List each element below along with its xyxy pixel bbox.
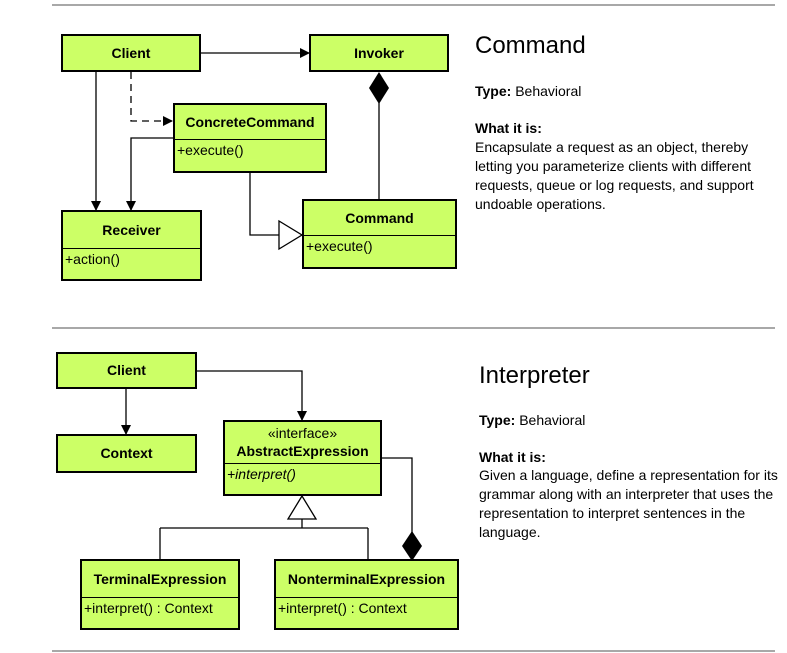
command-what-label: What it is: bbox=[475, 119, 542, 138]
invoker-composition-diamond bbox=[369, 72, 389, 104]
class-divider bbox=[304, 235, 455, 236]
class-operation: +execute() bbox=[306, 238, 373, 254]
class-operation: +interpret() bbox=[227, 466, 296, 482]
concrete-command-class: ConcreteCommand +execute() bbox=[173, 103, 327, 173]
abstractexpression-generalization-triangle bbox=[286, 494, 318, 520]
middle-divider bbox=[52, 327, 775, 329]
class-name: Receiver bbox=[102, 222, 161, 238]
concretecommand-receiver-association bbox=[126, 137, 174, 211]
what-label: What it is: bbox=[479, 449, 546, 465]
class-operation: +execute() bbox=[177, 142, 244, 158]
what-label: What it is: bbox=[475, 120, 542, 136]
interpreter-type: Type: Behavioral bbox=[479, 411, 585, 430]
class-name: TerminalExpression bbox=[93, 571, 227, 587]
terminal-expression-class: TerminalExpression +interpret() : Contex… bbox=[80, 559, 240, 630]
interpreter-description: Given a language, define a representatio… bbox=[479, 467, 778, 540]
client-abstractexpression-association bbox=[197, 370, 307, 421]
abstract-expression-class: «interface» AbstractExpression +interpre… bbox=[223, 420, 382, 496]
client-concretecommand-dependency bbox=[130, 72, 173, 126]
class-stereotype: «interface» bbox=[267, 425, 338, 441]
type-value: Behavioral bbox=[519, 412, 586, 428]
type-label: Type: bbox=[479, 412, 516, 428]
concretecommand-command-generalization bbox=[249, 173, 279, 236]
class-divider bbox=[175, 139, 325, 140]
interpreter-title: Interpreter bbox=[479, 362, 590, 389]
nonterminal-composition-diamond bbox=[402, 531, 422, 561]
type-label: Type: bbox=[475, 83, 512, 99]
class-name: Client bbox=[111, 45, 151, 61]
top-divider bbox=[52, 4, 775, 6]
receiver-class: Receiver +action() bbox=[61, 210, 202, 281]
command-generalization-triangle bbox=[278, 219, 304, 251]
interpreter-what-label: What it is: bbox=[479, 448, 546, 467]
bottom-divider bbox=[52, 650, 775, 652]
command-type: Type: Behavioral bbox=[475, 82, 581, 101]
class-divider bbox=[225, 463, 380, 464]
class-name: Invoker bbox=[354, 45, 404, 61]
nonterminal-abstractexpression-composition bbox=[381, 457, 413, 533]
command-title: Command bbox=[475, 32, 586, 59]
command-class: Command +execute() bbox=[302, 199, 457, 269]
class-name: Client bbox=[107, 362, 146, 378]
class-operation: +interpret() : Context bbox=[278, 600, 407, 616]
class-name: Command bbox=[345, 210, 414, 226]
class-divider bbox=[82, 597, 238, 598]
class-name: NonterminalExpression bbox=[287, 571, 446, 587]
command-client-class: Client bbox=[61, 34, 201, 72]
class-operation: +interpret() : Context bbox=[84, 600, 213, 616]
interpreter-client-class: Client bbox=[56, 352, 197, 389]
class-name: Context bbox=[100, 445, 153, 461]
context-class: Context bbox=[56, 434, 197, 473]
class-operation: +action() bbox=[65, 251, 120, 267]
class-divider bbox=[276, 597, 457, 598]
type-value: Behavioral bbox=[515, 83, 582, 99]
command-description: Encapsulate a request as an object, ther… bbox=[475, 139, 754, 212]
command-invoker-class: Invoker bbox=[309, 34, 449, 72]
class-name: ConcreteCommand bbox=[185, 114, 315, 130]
nonterminal-expression-class: NonterminalExpression +interpret() : Con… bbox=[274, 559, 459, 630]
class-name: AbstractExpression bbox=[236, 443, 369, 459]
class-divider bbox=[63, 248, 200, 249]
